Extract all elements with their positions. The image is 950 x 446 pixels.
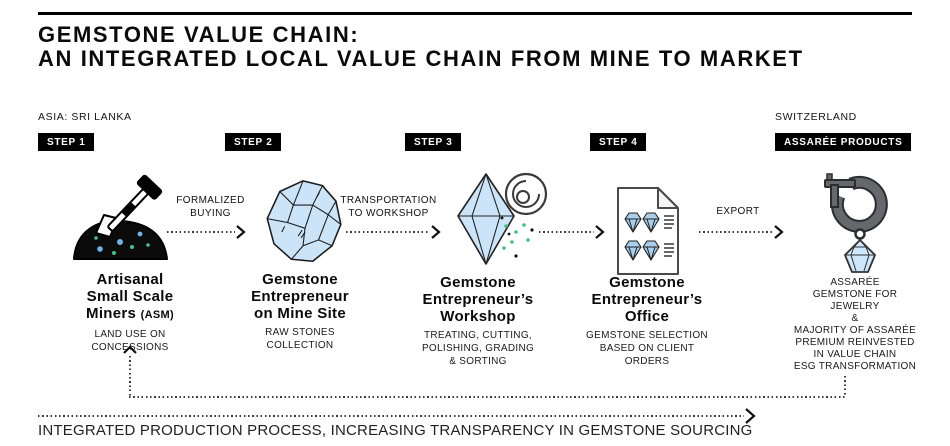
flow-arrow-1-line: [167, 231, 235, 233]
flow-arrow-4-label: EXPORT: [716, 206, 760, 217]
process-arrow-caption: INTEGRATED PRODUCTION PROCESS, INCREASIN…: [38, 422, 753, 439]
flow-arrow-4-line: [699, 231, 773, 233]
step-4-subtitle: GEMSTONE SELECTION BASED ON CLIENT ORDER…: [586, 330, 708, 367]
gem-earring-icon: [813, 168, 898, 278]
region-label-asia: ASIA: SRI LANKA: [38, 111, 132, 123]
flow-arrow-4-head: [774, 225, 784, 239]
top-rule: [38, 12, 912, 15]
assaree-products-badge: ASSARÉE PRODUCTS: [775, 133, 912, 151]
flow-arrow-3-line: [539, 231, 594, 233]
step-1-badge: STEP 1: [38, 133, 95, 151]
rough-gemstone-icon: [257, 176, 352, 268]
page-title: GEMSTONE VALUE CHAIN: AN INTEGRATED LOCA…: [38, 22, 804, 71]
flow-arrow-2-label: TRANSPORTATION TO WORKSHOP: [340, 195, 437, 219]
region-label-switzerland: SWITZERLAND: [775, 111, 857, 123]
step-1-name-last: Miners (ASM): [86, 305, 174, 322]
gem-order-document-icon: [613, 185, 683, 277]
flow-arrow-2-line: [346, 231, 430, 233]
step-4-text: Gemstone Entrepreneur’s Office GEMSTONE …: [563, 274, 731, 368]
step-2-badge: STEP 2: [225, 133, 282, 151]
step-1-text: Artisanal Small Scale Miners (ASM) LAND …: [46, 271, 214, 354]
flow-arrow-1-label: FORMALIZED BUYING: [176, 195, 245, 219]
step-3-badge: STEP 3: [405, 133, 462, 151]
process-arrow-head: [745, 408, 756, 424]
assaree-products-description: ASSARÉE GEMSTONE FOR JEWELRY & MAJORITY …: [793, 277, 917, 372]
step-2-name: Gemstone Entrepreneur on Mine Site: [251, 271, 349, 322]
step-4-badge: STEP 4: [590, 133, 647, 151]
step-1-name-suffix: (ASM): [140, 309, 174, 321]
reinvestment-loop-left-line: [129, 356, 131, 396]
step-3-name: Gemstone Entrepreneur’s Workshop: [422, 274, 534, 325]
step-3-subtitle: TREATING, CUTTING, POLISHING, GRADING & …: [421, 330, 535, 367]
assaree-products-text: ASSARÉE GEMSTONE FOR JEWELRY & MAJORITY …: [769, 277, 941, 373]
step-1-name: Artisanal Small Scale: [86, 271, 174, 305]
flow-arrow-2-head: [431, 225, 441, 239]
flow-arrow-3-head: [595, 225, 605, 239]
reinvestment-loop-right-line: [844, 376, 846, 396]
step-2-text: Gemstone Entrepreneur on Mine Site RAW S…: [216, 271, 384, 352]
step-3-text: Gemstone Entrepreneur’s Workshop TREATIN…: [394, 274, 562, 368]
reinvestment-loop-arrowhead: [123, 345, 137, 354]
mining-hammer-mound-icon: [70, 171, 175, 263]
reinvestment-loop-bottom-line: [129, 396, 846, 398]
flow-arrow-1-head: [236, 225, 246, 239]
step-4-name: Gemstone Entrepreneur’s Office: [591, 274, 703, 325]
process-arrow-line: [38, 415, 744, 417]
step-2-subtitle: RAW STONES COLLECTION: [265, 327, 335, 351]
cut-gem-polishing-wheel-icon: [446, 168, 556, 268]
